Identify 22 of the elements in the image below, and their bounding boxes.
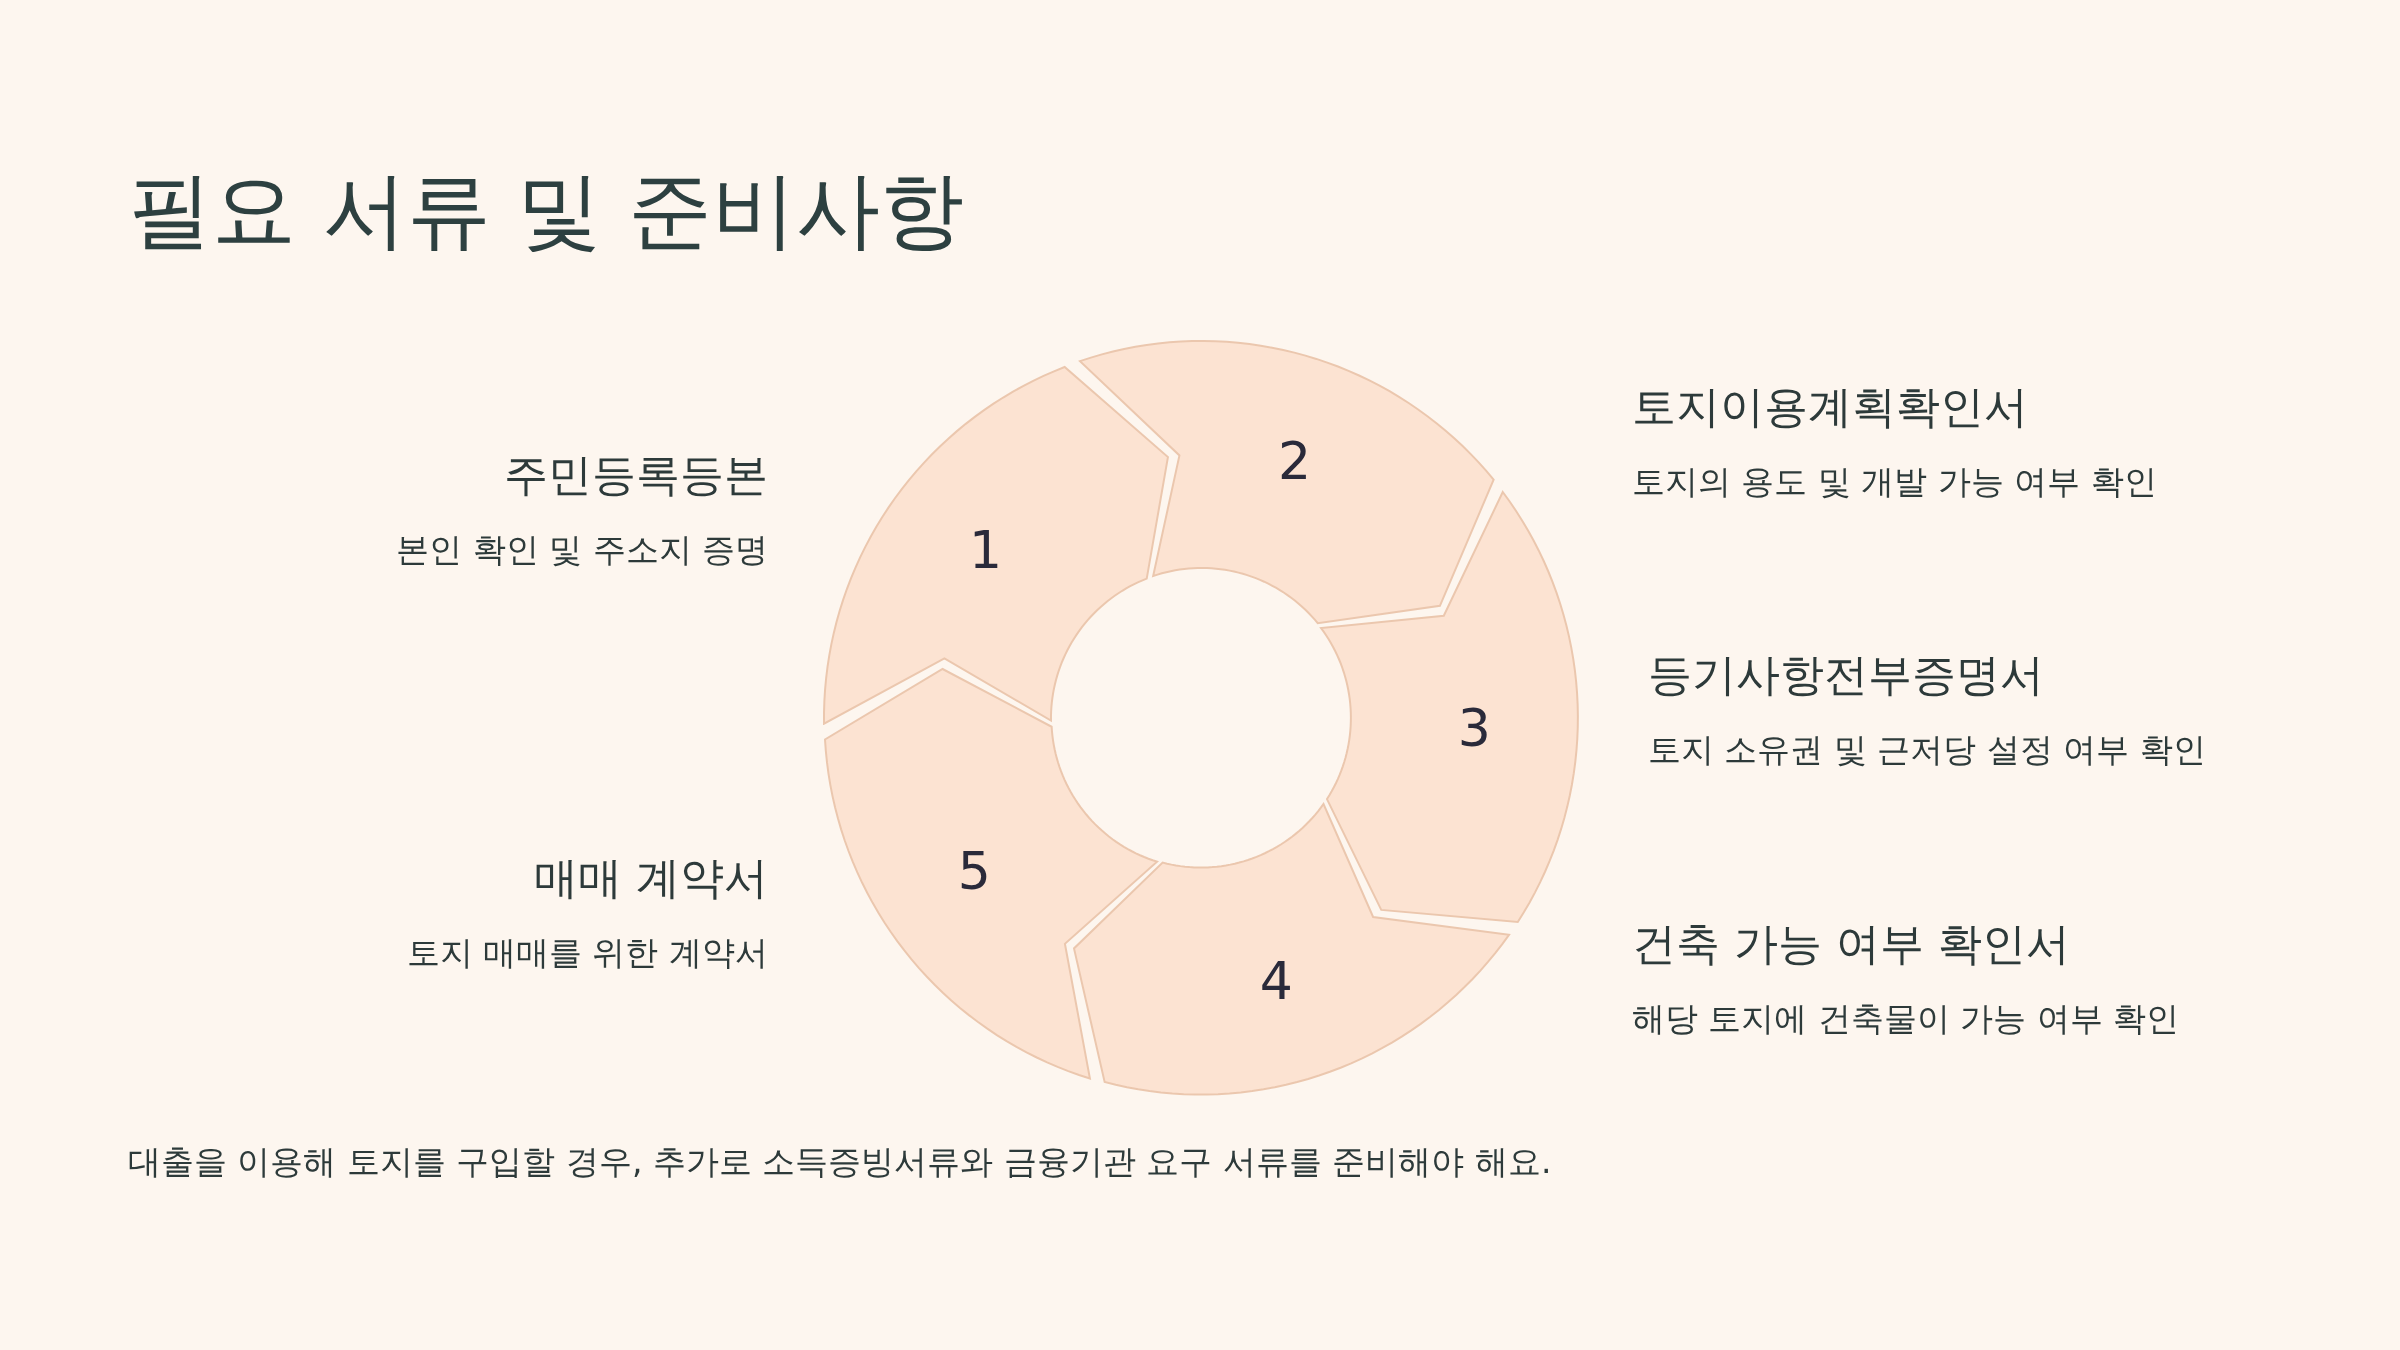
document-name: 주민등록등본: [504, 448, 768, 502]
document-description: 토지 소유권 및 근저당 설정 여부 확인: [1648, 729, 2206, 771]
document-name: 건축 가능 여부 확인서: [1632, 917, 2070, 971]
document-name: 토지이용계획확인서: [1632, 380, 2028, 434]
arrow-segment: [1319, 490, 1580, 925]
step-number: 3: [1457, 697, 1491, 758]
footnote: 대출을 이용해 토지를 구입할 경우, 추가로 소득증빙서류와 금융기관 요구 서류를 준비해야 해요.: [128, 1141, 1552, 1183]
step-number: 4: [1259, 950, 1293, 1011]
document-description: 해당 토지에 건축물이 가능 여부 확인: [1632, 998, 2180, 1040]
arrow-segment: [822, 364, 1170, 726]
page-title: 필요 서류 및 준비사항: [128, 160, 965, 260]
document-description: 본인 확인 및 주소지 증명: [396, 529, 768, 571]
document-name: 등기사항전부증명서: [1648, 648, 2044, 702]
document-description: 토지의 용도 및 개발 가능 여부 확인: [1632, 461, 2157, 503]
arrow-segment: [822, 666, 1159, 1081]
step-number: 5: [957, 840, 991, 901]
arrow-segment: [1072, 802, 1512, 1097]
step-number: 1: [968, 519, 1002, 580]
document-description: 토지 매매를 위한 계약서: [406, 932, 768, 974]
document-name: 매매 계약서: [534, 851, 768, 905]
arrow-segment: [1077, 339, 1496, 626]
step-number: 2: [1278, 431, 1312, 491]
